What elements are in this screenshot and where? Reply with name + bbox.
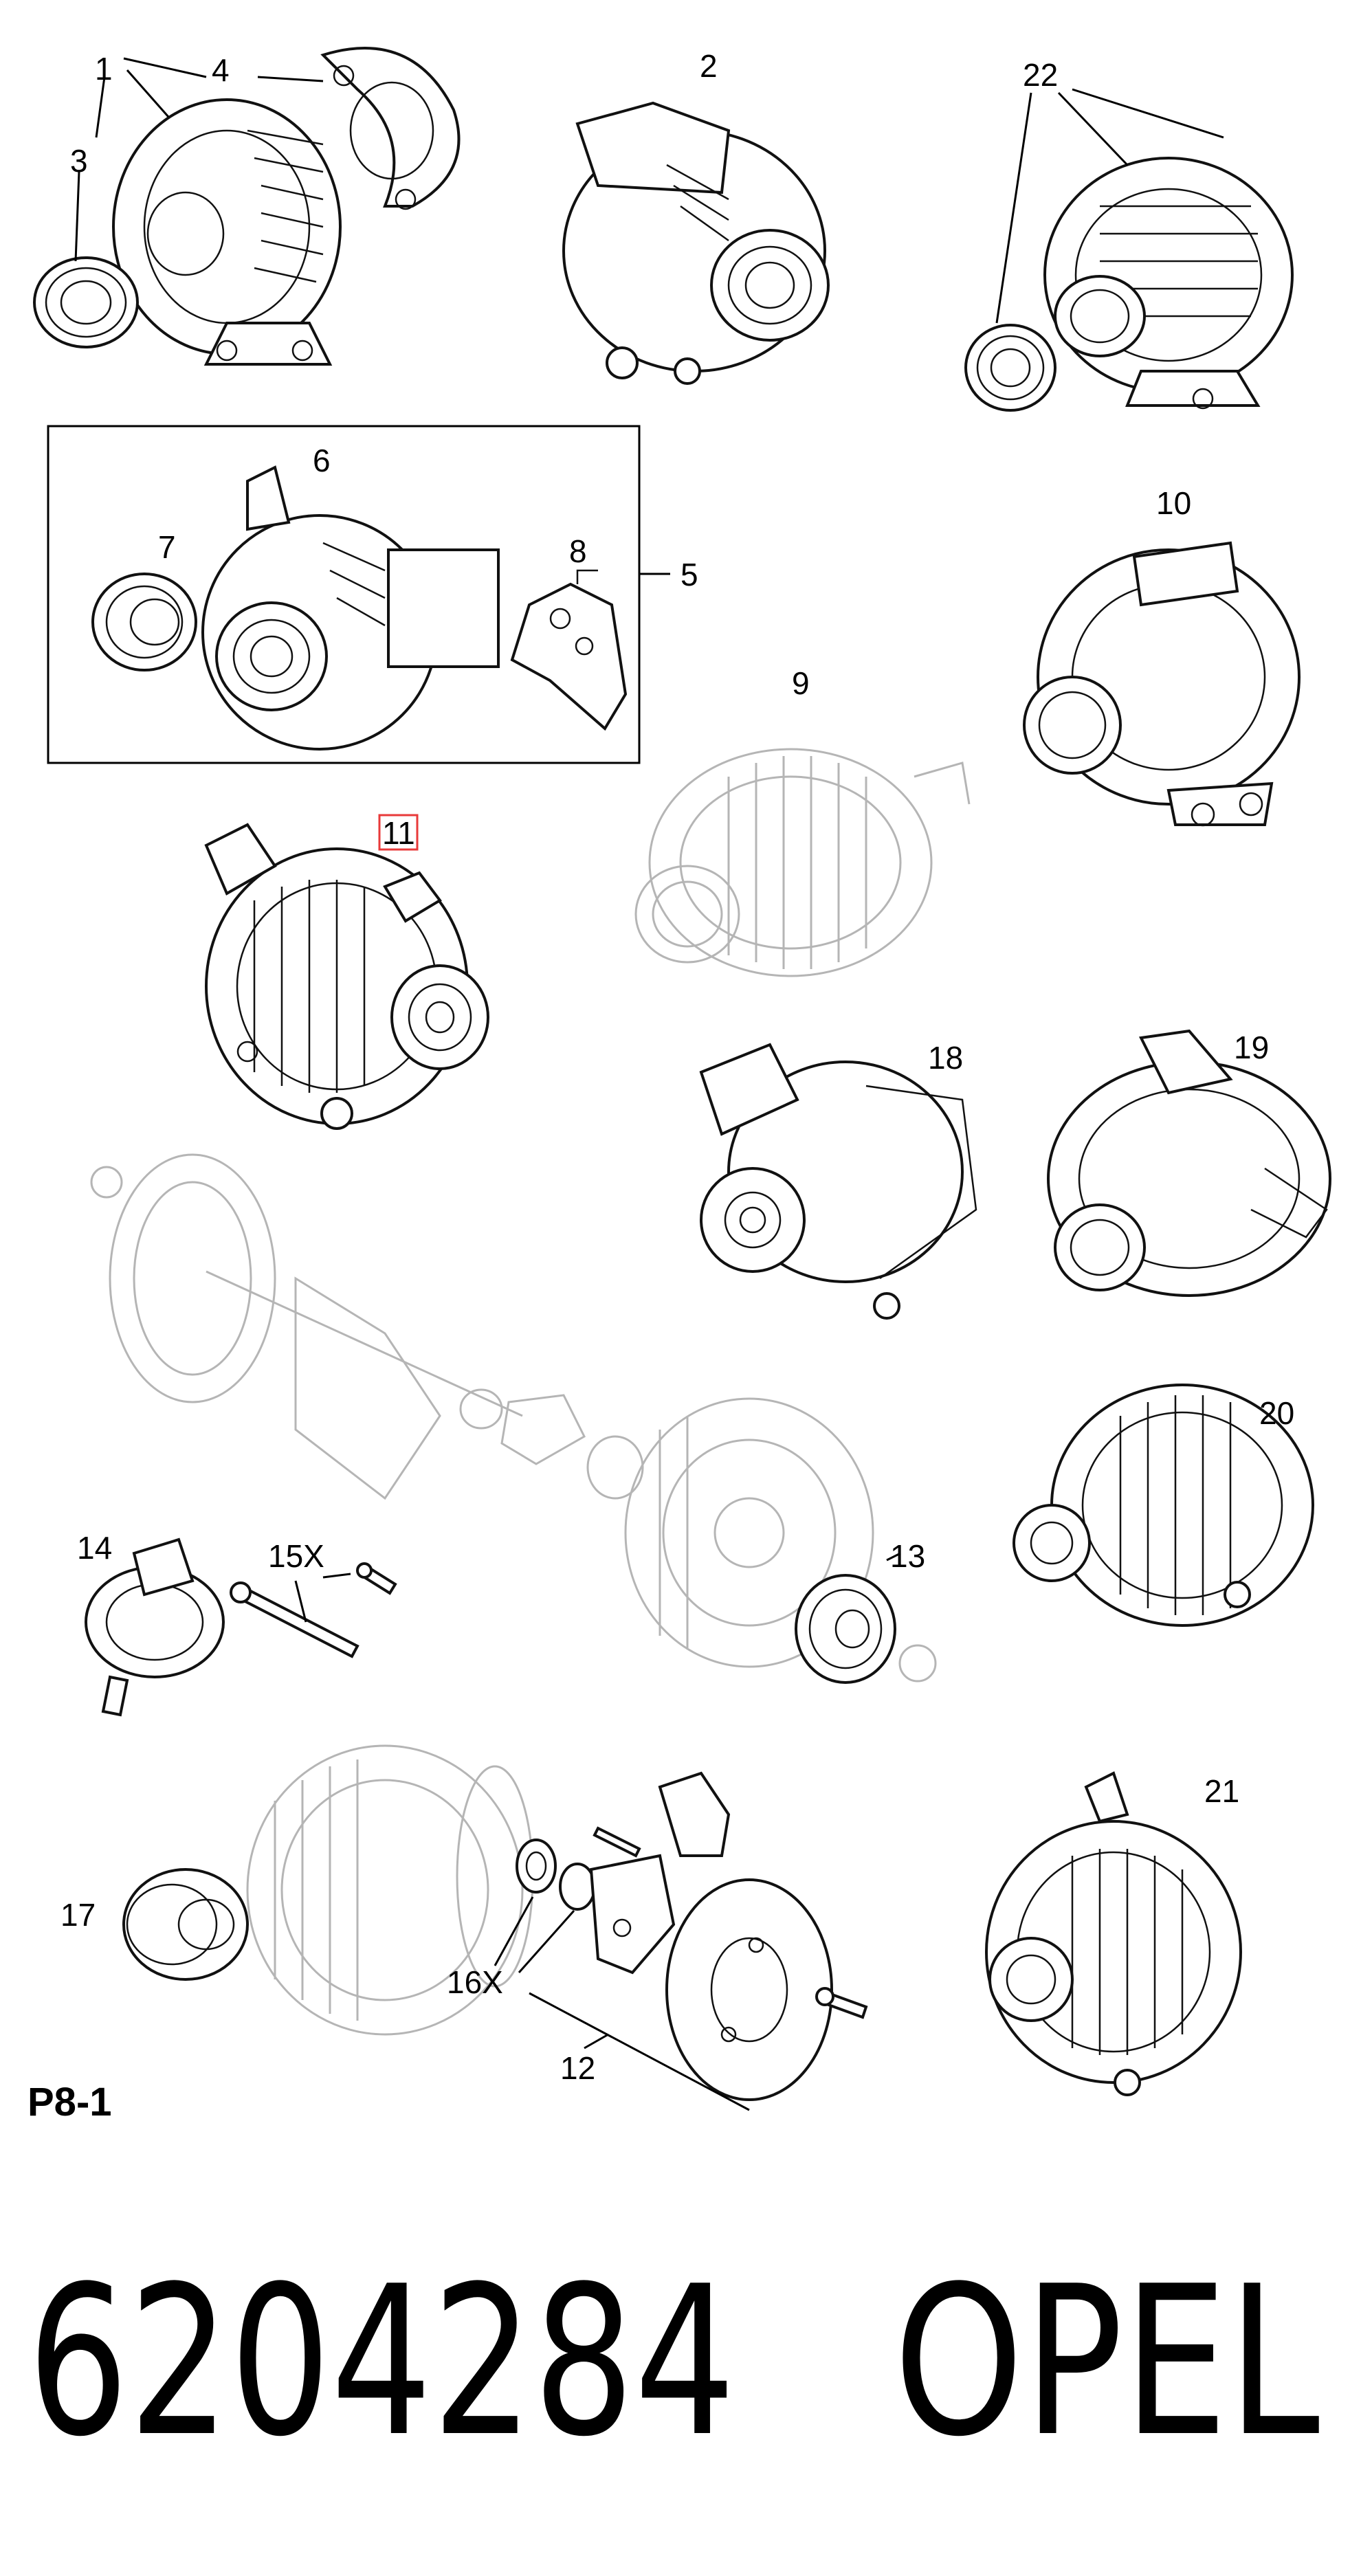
alternator-part-11[interactable]: [204, 823, 489, 1130]
alternator-part-21[interactable]: [985, 1771, 1242, 2096]
exploded-stator-assembly: [90, 1153, 937, 2036]
pulley-part-17[interactable]: [122, 1868, 249, 1981]
callout-3: 3: [70, 143, 88, 179]
callout-18: 18: [928, 1040, 963, 1076]
alternator-part-6[interactable]: [201, 465, 500, 751]
alternator-part-19[interactable]: [1047, 1029, 1331, 1297]
callout-21: 21: [1204, 1773, 1239, 1809]
alternator-part-2[interactable]: [562, 101, 830, 385]
group-box-5: [47, 425, 641, 764]
callout-2: 2: [700, 48, 718, 84]
alternator-part-1[interactable]: [112, 98, 342, 366]
callout-14: 14: [77, 1530, 112, 1566]
pulley-part-22[interactable]: [964, 324, 1056, 412]
pulley-part-7[interactable]: [91, 573, 197, 671]
callout-9: 9: [792, 665, 810, 701]
cover-part-4[interactable]: [320, 47, 461, 210]
regulator-part-8[interactable]: [510, 569, 628, 731]
brand-name: OPEL: [894, 2242, 1320, 2482]
callout-6: 6: [313, 443, 331, 478]
bearing-part-16x[interactable]: [516, 1839, 596, 1911]
alternator-part-18[interactable]: [699, 1043, 977, 1320]
pulley-part-13[interactable]: [795, 1574, 896, 1684]
callout-17: 17: [60, 1897, 96, 1933]
callout-12: 12: [560, 2050, 595, 2086]
callout-11-highlight: [378, 814, 419, 851]
alternator-part-20[interactable]: [1012, 1384, 1314, 1627]
callout-19: 19: [1234, 1030, 1269, 1065]
pulley-part-3[interactable]: [33, 256, 139, 348]
callout-22: 22: [1023, 57, 1058, 93]
bolt-part-15x[interactable]: [230, 1562, 397, 1658]
callout-5: 5: [680, 557, 698, 592]
alternator-part-9[interactable]: [634, 748, 971, 977]
callout-11: 11: [382, 815, 415, 851]
alternator-part-10[interactable]: [1023, 541, 1301, 827]
callout-13: 13: [890, 1538, 925, 1574]
callout-16x: 16X: [447, 1964, 503, 2000]
callout-4: 4: [212, 52, 230, 88]
callout-15x: 15X: [268, 1538, 324, 1574]
part-number: 6204284: [27, 2242, 735, 2482]
alternator-part-22[interactable]: [1043, 157, 1294, 410]
callout-8: 8: [569, 533, 587, 569]
sheet-code: P8-1: [27, 2080, 112, 2124]
vacuum-pump-part-14[interactable]: [85, 1537, 225, 1717]
callout-10: 10: [1156, 485, 1191, 521]
end-plate-part-12[interactable]: [589, 1771, 868, 2101]
callout-1: 1: [95, 51, 113, 87]
callout-7: 7: [158, 529, 176, 565]
callout-20: 20: [1259, 1395, 1294, 1431]
